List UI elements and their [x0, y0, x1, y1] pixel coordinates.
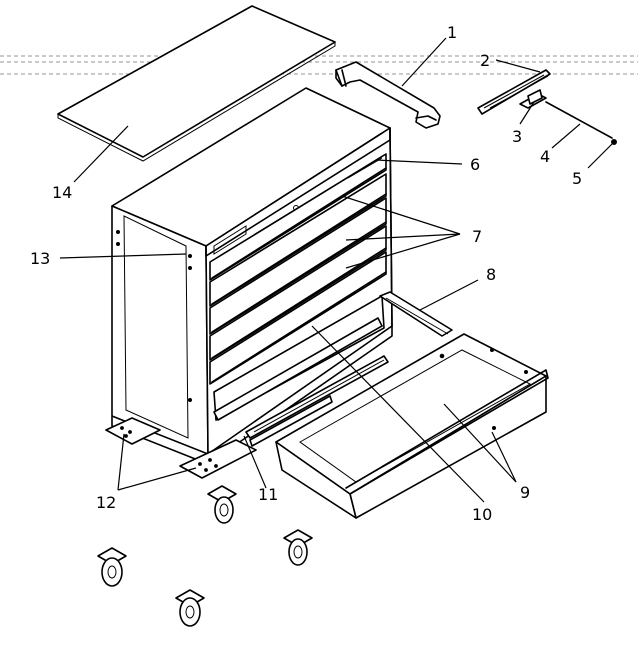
drawer-fronts — [209, 153, 387, 385]
callout-6: 6 — [470, 155, 480, 174]
callout-7: 7 — [472, 227, 482, 246]
callout-5: 5 — [572, 169, 582, 188]
leader-lines — [59, 37, 613, 503]
caster-4 — [175, 589, 205, 627]
part-3-lock-bracket — [519, 89, 547, 109]
callout-11: 11 — [258, 485, 278, 504]
caster-1 — [207, 485, 237, 524]
part-4-rod — [545, 101, 613, 139]
part-12-base-plates — [105, 417, 257, 479]
part-8-drawer-slide — [379, 291, 453, 337]
part-14-top-mat — [57, 5, 336, 162]
callout-14: 14 — [52, 183, 72, 202]
part-9-bottom-drawer — [275, 333, 549, 519]
callout-1: 1 — [447, 23, 457, 42]
callout-labels: 1 2 3 4 5 6 7 8 9 10 11 12 13 14 — [30, 23, 582, 524]
casters — [97, 485, 313, 627]
callout-13: 13 — [30, 249, 50, 268]
callout-8: 8 — [486, 265, 496, 284]
callout-4: 4 — [540, 147, 550, 166]
callout-2: 2 — [480, 51, 490, 70]
part-5-screw — [611, 139, 617, 145]
caster-2 — [283, 529, 313, 566]
caster-3 — [97, 547, 127, 587]
callout-3: 3 — [512, 127, 522, 146]
part-10-11-lower-slides — [213, 317, 389, 447]
callout-12: 12 — [96, 493, 116, 512]
part-2-lock-bar — [477, 69, 551, 115]
part-1-handle — [335, 61, 441, 129]
callout-10: 10 — [472, 505, 492, 524]
callout-9: 9 — [520, 483, 530, 502]
